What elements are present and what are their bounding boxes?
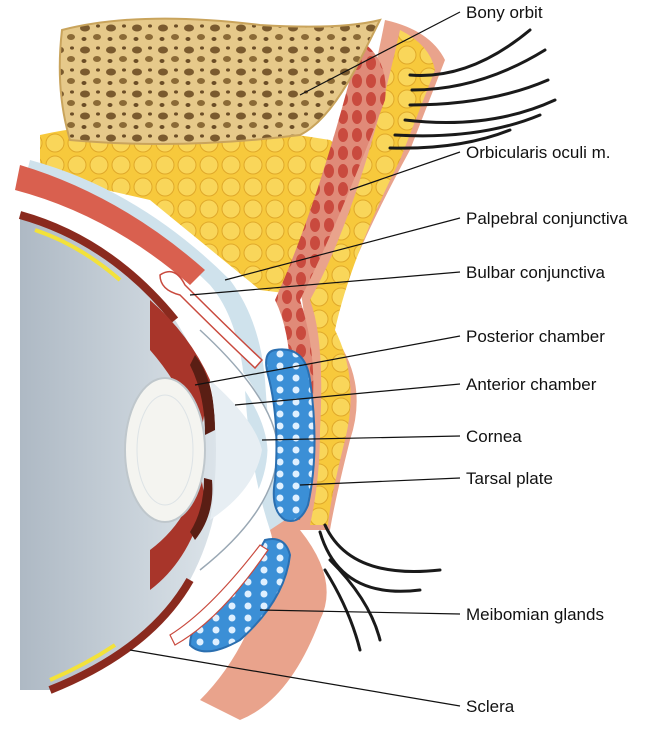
- anterior-chamber: [210, 380, 262, 520]
- lens-inner: [136, 394, 194, 506]
- sclera-yellow-line-top: [34, 228, 122, 282]
- leader-lines: [129, 11, 461, 707]
- label-tarsal-plate: Tarsal plate: [466, 469, 553, 488]
- lower-eyelashes: [318, 523, 442, 652]
- lower-conjunctival-fold: [169, 544, 269, 646]
- leader-posterior: [194, 335, 461, 386]
- label-bony-orbit: Bony orbit: [466, 3, 543, 22]
- label-posterior-chamber: Posterior chamber: [466, 327, 605, 346]
- leader-palpebral: [224, 217, 461, 281]
- cornea: [196, 326, 277, 574]
- upper-eyelashes: [388, 28, 557, 150]
- leader-anterior: [234, 383, 461, 406]
- label-cornea: Cornea: [466, 427, 522, 446]
- label-meibomian-glands: Meibomian glands: [466, 605, 604, 624]
- leader-meibomian: [259, 609, 461, 615]
- label-sclera: Sclera: [466, 697, 515, 716]
- sclera-outer-rim: [18, 211, 179, 323]
- iris-dark-lower: [190, 478, 213, 540]
- bony-orbit: [58, 17, 382, 145]
- leader-tarsal: [299, 477, 461, 486]
- leader-bony-orbit: [299, 11, 461, 96]
- label-orbicularis-oculi: Orbicularis oculi m.: [466, 143, 611, 162]
- leader-cornea: [261, 435, 461, 441]
- leader-orbicularis: [349, 151, 461, 191]
- label-anterior-chamber: Anterior chamber: [466, 375, 597, 394]
- iris-dark-upper: [190, 355, 215, 435]
- leader-bulbar: [189, 271, 461, 296]
- upper-conjunctival-fornix: [159, 270, 264, 370]
- label-palpebral-conjunctiva: Palpebral conjunctiva: [466, 209, 628, 228]
- label-bulbar-conjunctiva: Bulbar conjunctiva: [466, 263, 605, 282]
- sclera-yellow-line-bottom: [49, 643, 117, 682]
- sclera-outer-rim-bottom: [48, 578, 194, 694]
- leader-sclera: [129, 649, 461, 707]
- upper-tarsal-plate: [265, 348, 316, 522]
- lens: [124, 377, 206, 523]
- eyelid-fat-strip: [310, 30, 435, 525]
- superior-muscle-band: [15, 165, 205, 285]
